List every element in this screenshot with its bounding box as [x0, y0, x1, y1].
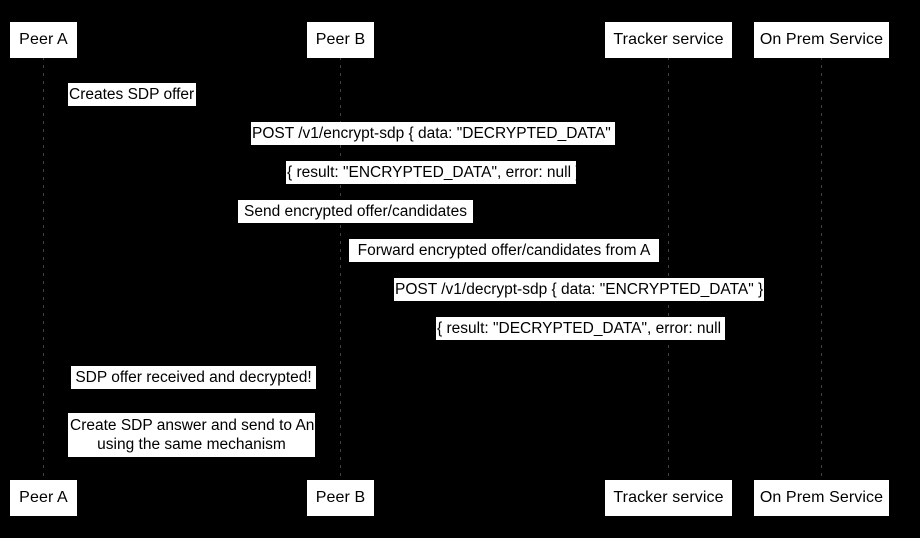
participant-label: Peer A: [19, 489, 68, 506]
message-post-decrypt-sdp: POST /v1/decrypt-sdp { data: "ENCRYPTED_…: [394, 278, 764, 301]
participant-on-prem-service-bottom[interactable]: On Prem Service: [754, 480, 889, 516]
message-label: { result: "ENCRYPTED_DATA", error: null …: [287, 164, 576, 181]
message-encrypt-sdp-result: { result: "ENCRYPTED_DATA", error: null …: [286, 161, 576, 184]
participant-label: Tracker service: [613, 489, 724, 506]
participant-label: Peer B: [315, 31, 366, 48]
lifeline-on-prem: [821, 57, 822, 481]
message-label-line-1: Create SDP answer and send to An: [70, 417, 315, 434]
lifeline-peer-b: [340, 57, 341, 481]
participant-tracker-service-top[interactable]: Tracker service: [605, 22, 732, 58]
message-label: Send encrypted offer/candidates: [244, 203, 467, 220]
message-forward-encrypted-offer: Forward encrypted offer/candidates from …: [349, 239, 659, 262]
participant-peer-b-top[interactable]: Peer B: [307, 22, 374, 58]
message-send-encrypted-offer: Send encrypted offer/candidates: [238, 200, 473, 223]
message-create-sdp-answer: Create SDP answer and send to An using t…: [68, 413, 315, 457]
message-label: POST /v1/decrypt-sdp { data: "ENCRYPTED_…: [395, 281, 764, 298]
message-creates-sdp-offer: Creates SDP offer: [68, 83, 196, 106]
lifeline-tracker: [668, 57, 669, 481]
message-label: POST /v1/encrypt-sdp { data: "DECRYPTED_…: [252, 125, 615, 142]
message-decrypt-sdp-result: { result: "DECRYPTED_DATA", error: null …: [436, 317, 725, 340]
participant-peer-b-bottom[interactable]: Peer B: [307, 480, 374, 516]
participant-tracker-service-bottom[interactable]: Tracker service: [605, 480, 732, 516]
participant-label: Peer B: [315, 489, 366, 506]
message-label: SDP offer received and decrypted!: [75, 369, 312, 386]
message-label: Creates SDP offer: [69, 86, 195, 103]
participant-label: Peer A: [19, 31, 68, 48]
participant-label: Tracker service: [613, 31, 724, 48]
message-label: { result: "DECRYPTED_DATA", error: null …: [437, 320, 725, 337]
message-label: Forward encrypted offer/candidates from …: [357, 242, 651, 259]
lifeline-peer-a: [43, 57, 44, 481]
message-post-encrypt-sdp: POST /v1/encrypt-sdp { data: "DECRYPTED_…: [251, 122, 615, 145]
participant-peer-a-top[interactable]: Peer A: [10, 22, 77, 58]
participant-on-prem-service-top[interactable]: On Prem Service: [754, 22, 889, 58]
participant-label: On Prem Service: [759, 489, 884, 506]
message-sdp-offer-received: SDP offer received and decrypted!: [71, 366, 316, 389]
participant-peer-a-bottom[interactable]: Peer A: [10, 480, 77, 516]
message-label-line-2: using the same mechanism: [97, 436, 286, 453]
participant-label: On Prem Service: [759, 31, 884, 48]
